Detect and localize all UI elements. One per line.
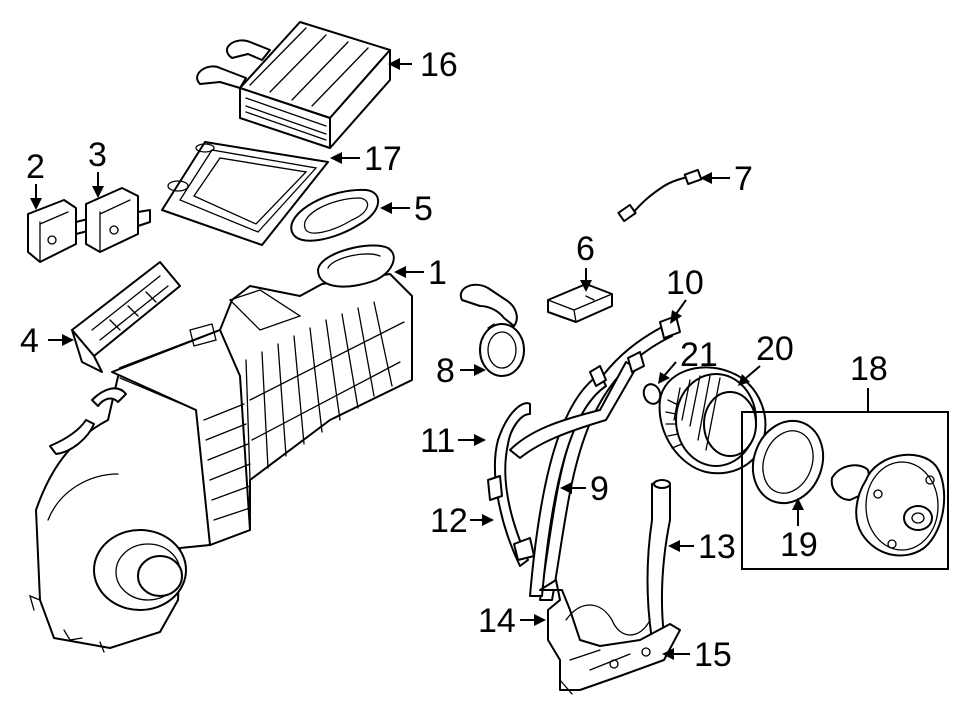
callout-13: 13: [698, 528, 736, 566]
callout-6: 6: [576, 230, 595, 268]
callout-8: 8: [436, 352, 455, 390]
callout-3: 3: [88, 136, 107, 174]
part-connector: [617, 168, 703, 223]
callout-12: 12: [430, 502, 468, 540]
callout-2: 2: [26, 148, 45, 186]
callout-1: 1: [428, 254, 447, 292]
leader-lines: [30, 58, 869, 660]
part-bracket: [71, 261, 181, 373]
callout-4: 4: [20, 322, 39, 360]
callout-7: 7: [734, 160, 753, 198]
part-core-cover: [161, 141, 329, 246]
callout-16: 16: [420, 46, 458, 84]
callout-14: 14: [478, 602, 516, 640]
part-hoses: [487, 315, 681, 695]
inset-box: [741, 411, 949, 570]
callout-18: 18: [850, 350, 888, 388]
part-heater-core: [196, 21, 391, 149]
callout-9: 9: [590, 470, 609, 508]
callout-5: 5: [414, 190, 433, 228]
callout-19: 19: [780, 526, 818, 564]
callout-20: 20: [756, 330, 794, 368]
part-blower-motor: [830, 453, 946, 557]
callout-labels: 1 2 3 4 5 6 7 8 9 10 11 12 13 14 15 16 1…: [20, 46, 888, 674]
part-gasket: [751, 419, 825, 505]
callout-17: 17: [364, 140, 402, 178]
callout-15: 15: [694, 636, 732, 674]
callout-21: 21: [680, 336, 718, 374]
part-sensor-bracket: [547, 283, 613, 323]
part-duct-elbow: [459, 283, 525, 377]
part-seal: [290, 188, 379, 242]
part-actuator-right: [85, 187, 151, 253]
callout-11: 11: [420, 422, 455, 460]
part-blower-wheel: [658, 366, 767, 475]
part-hvac-housing: [29, 244, 413, 653]
part-o-ring: [642, 383, 662, 405]
callout-10: 10: [666, 264, 704, 302]
part-actuator-left: [27, 199, 93, 263]
